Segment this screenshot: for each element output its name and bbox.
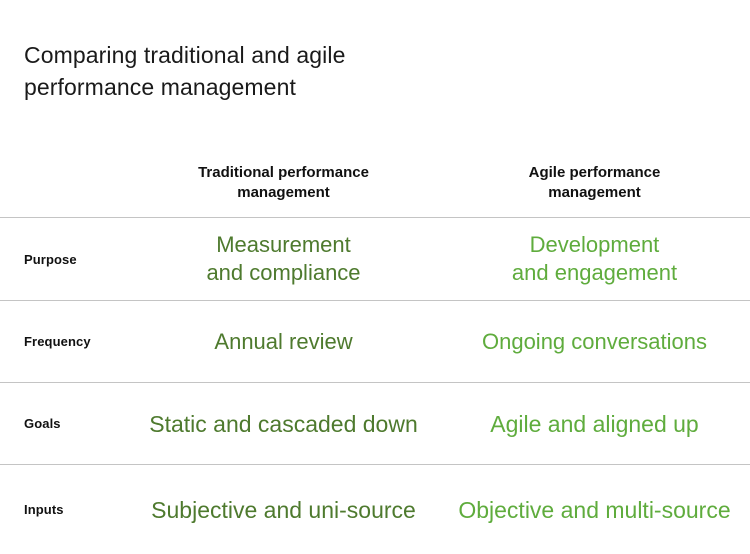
cell-text: Agile and aligned up bbox=[490, 410, 699, 437]
cell-text: Measurement and compliance bbox=[206, 232, 361, 285]
cell-goals-traditional: Static and cascaded down bbox=[128, 410, 439, 438]
cell-text: Objective and multi-source bbox=[458, 496, 731, 523]
cell-goals-agile: Agile and aligned up bbox=[439, 410, 750, 438]
cell-purpose-traditional: Measurement and compliance bbox=[128, 231, 439, 287]
table-row: Frequency Annual review Ongoing conversa… bbox=[0, 300, 750, 382]
cell-text: Ongoing conversations bbox=[481, 328, 708, 354]
cell-text: Development and engagement bbox=[511, 232, 678, 285]
cell-text: Subjective and uni-source bbox=[151, 496, 416, 523]
cell-purpose-agile: Development and engagement bbox=[439, 231, 750, 287]
cell-inputs-traditional: Subjective and uni-source bbox=[128, 496, 439, 524]
row-label-goals: Goals bbox=[24, 416, 61, 431]
table-row: Goals Static and cascaded down Agile and… bbox=[0, 382, 750, 464]
cell-text: Annual review bbox=[214, 328, 353, 354]
cell-inputs-agile: Objective and multi-source bbox=[439, 496, 750, 524]
cell-frequency-traditional: Annual review bbox=[128, 328, 439, 356]
page-title: Comparing traditional and agile performa… bbox=[24, 42, 346, 101]
row-label-frequency: Frequency bbox=[24, 334, 91, 349]
table-header-row: Traditional performance management Agile… bbox=[0, 150, 750, 217]
row-label-inputs: Inputs bbox=[24, 502, 64, 517]
table-row: Inputs Subjective and uni-source Objecti… bbox=[0, 464, 750, 554]
header-cell-traditional: Traditional performance management bbox=[198, 164, 369, 201]
row-label-purpose: Purpose bbox=[24, 251, 77, 267]
comparison-table: Traditional performance management Agile… bbox=[0, 150, 750, 554]
table-row: Purpose Measurement and compliance Devel… bbox=[0, 217, 750, 300]
header-cell-agile: Agile performance management bbox=[528, 164, 661, 201]
cell-text: Static and cascaded down bbox=[149, 410, 418, 437]
cell-frequency-agile: Ongoing conversations bbox=[439, 328, 750, 356]
